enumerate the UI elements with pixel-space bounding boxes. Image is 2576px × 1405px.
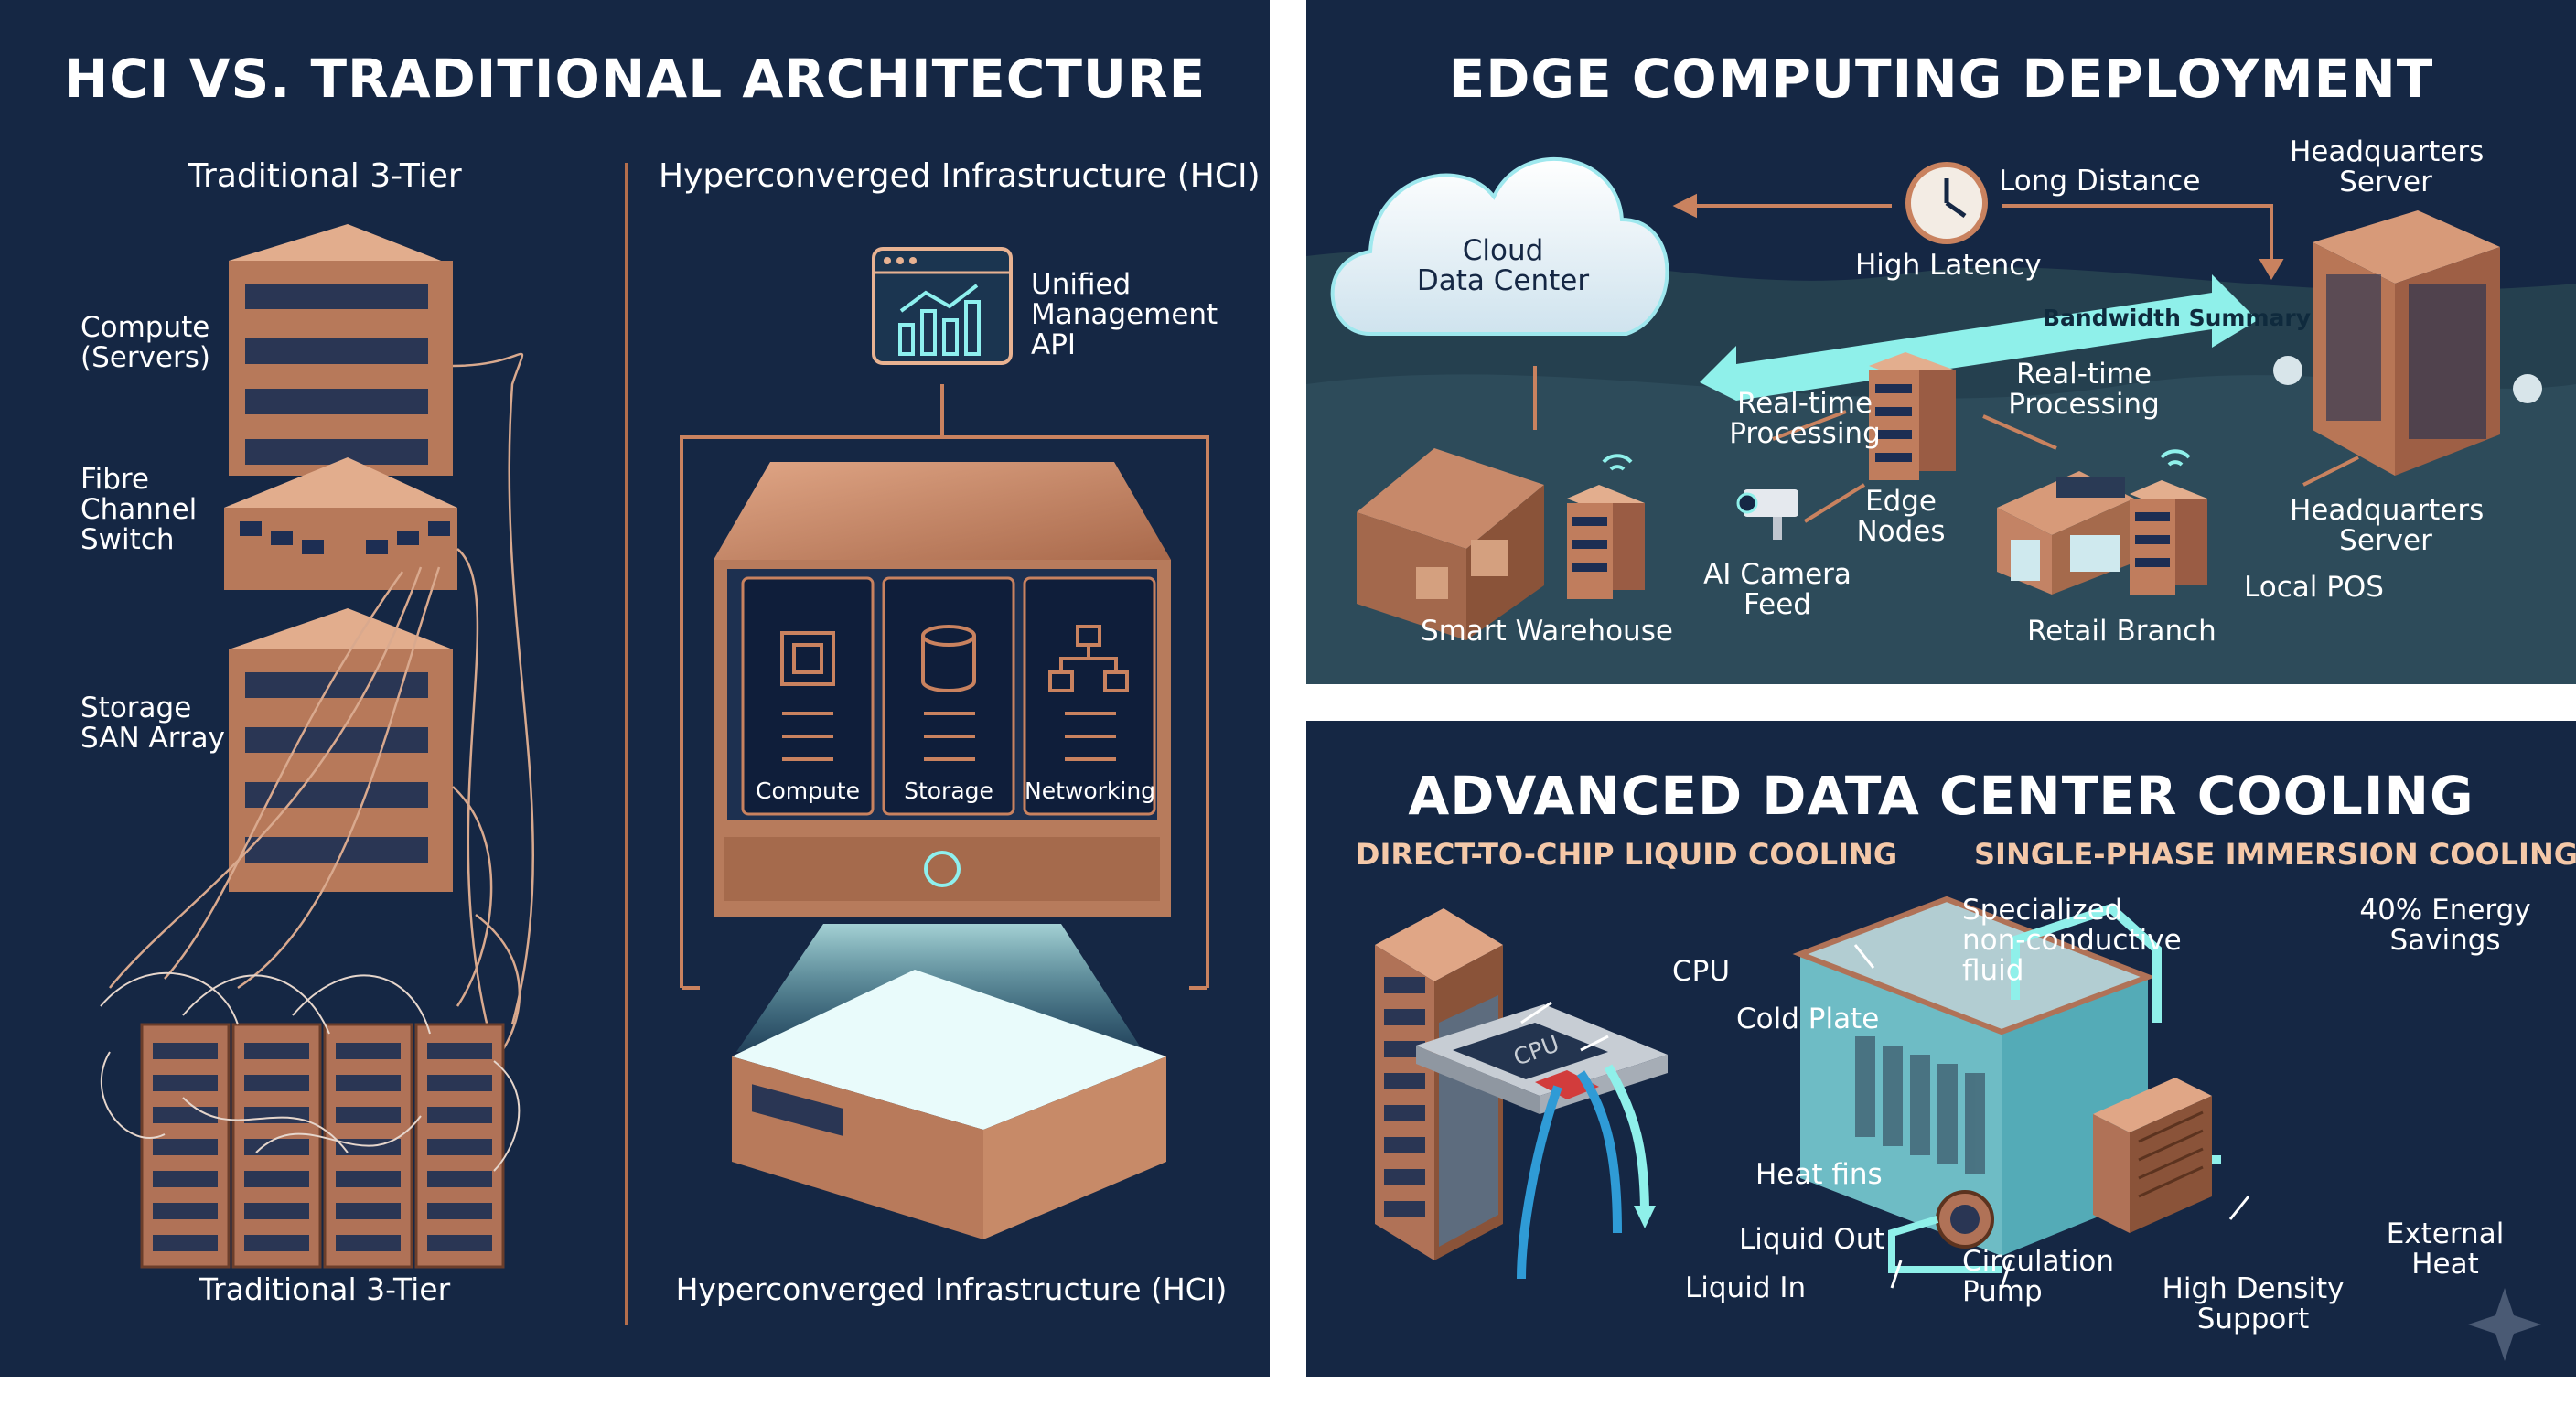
traditional-heading: Traditional 3-Tier (188, 157, 462, 195)
fluid-label: Specialized non-conductive fluid (1962, 894, 2182, 987)
fibre-channel-switch (224, 457, 457, 590)
hq-building (2273, 210, 2542, 476)
hci-caption: Hyperconverged Infrastructure (HCI) (675, 1271, 1228, 1307)
compute-server-stack (229, 224, 453, 476)
circulation-pump-label: Circulation Pump (1962, 1245, 2115, 1308)
hci-heading: Hyperconverged Infrastructure (HCI) (659, 157, 1261, 195)
switch-label: Fibre Channel Switch (80, 463, 198, 556)
storage-label: Storage SAN Array (80, 692, 225, 755)
cpu-cold-plate (1416, 1004, 1668, 1114)
circulation-pump (1888, 1190, 2002, 1273)
cloud-label: Cloud Data Center (1416, 234, 1590, 297)
cpu-label: CPU (1672, 955, 1731, 988)
cooling-title: ADVANCED DATA CENTER COOLING (1408, 765, 2474, 827)
module-compute-label: Compute (755, 778, 860, 804)
management-api-icon (872, 247, 1013, 365)
realtime-label-right: Real-time Processing (2008, 358, 2160, 421)
warehouse-icon (1357, 448, 1544, 640)
immersion-tank (1792, 896, 2156, 1256)
local-pos-label: Local POS (2244, 571, 2384, 604)
cabling (109, 352, 534, 1062)
bandwidth-summary-label: Bandwidth Summary (2043, 305, 2312, 331)
heat-exchanger (2093, 1078, 2212, 1233)
retail-server (2130, 449, 2207, 595)
clock-icon (1905, 162, 1988, 244)
rack-cluster (100, 971, 521, 1269)
high-latency-label: High Latency (1855, 249, 2042, 282)
realtime-label-left: Real-time Processing (1729, 387, 1881, 450)
external-heat-label: External Heat (2386, 1217, 2505, 1281)
high-density-label: High Density Support (2162, 1272, 2345, 1335)
edge-panel: EDGE COMPUTING DEPLOYMENT Cloud Data Cen… (1306, 0, 2576, 684)
hci-bracket (680, 435, 1209, 988)
retail-shop-icon (1997, 471, 2134, 595)
long-distance-label: Long Distance (1999, 165, 2201, 198)
edge-illustration (1306, 156, 2576, 684)
hci-panel: HCI VS. TRADITIONAL ARCHITECTURE Traditi… (0, 0, 1270, 1377)
edge-title: EDGE COMPUTING DEPLOYMENT (1448, 48, 2434, 110)
sparkle-icon (2468, 1288, 2541, 1361)
module-networking-label: Networking (1025, 778, 1156, 804)
hci-illustration (100, 163, 1209, 1325)
cooling-panel: ADVANCED DATA CENTER COOLING DIRECT-TO-C… (1306, 721, 2576, 1377)
energy-savings-label: 40% Energy Savings (2359, 894, 2531, 957)
immersion-heading: SINGLE-PHASE IMMERSION COOLING (1974, 837, 2576, 872)
hci-title: HCI VS. TRADITIONAL ARCHITECTURE (63, 48, 1207, 110)
liquid-in-label: Liquid In (1685, 1271, 1807, 1304)
liquid-out-label: Liquid Out (1739, 1223, 1885, 1256)
cold-plate-label: Cold Plate (1736, 1003, 1880, 1035)
warehouse-server (1567, 454, 1645, 599)
management-api-label: Unified Management API (1031, 268, 1218, 361)
direct-to-chip-heading: DIRECT-TO-CHIP LIQUID COOLING (1355, 837, 1898, 872)
hq-server-label-top: Headquarters Server (2290, 135, 2485, 198)
hq-server-label-bottom: Headquarters Server (2290, 494, 2485, 557)
edge-node-server (1869, 352, 1956, 480)
storage-san-array (229, 608, 453, 892)
cloud-icon (1330, 156, 1669, 336)
module-storage-label: Storage (904, 778, 993, 804)
ai-camera-label: AI Camera Feed (1703, 558, 1852, 621)
smart-warehouse-label: Smart Warehouse (1421, 615, 1673, 648)
edge-nodes-label: Edge Nodes (1856, 485, 1946, 548)
compute-label: Compute (Servers) (80, 311, 210, 374)
bandwidth-arrow (1700, 274, 2258, 401)
cooling-illustration (1375, 896, 2541, 1361)
hci-compact-node (732, 970, 1166, 1239)
traditional-caption: Traditional 3-Tier (199, 1271, 451, 1307)
heat-fins-label: Heat fins (1755, 1158, 1883, 1191)
retail-branch-label: Retail Branch (2027, 615, 2216, 648)
hci-appliance (714, 462, 1171, 917)
ai-camera-icon (1736, 489, 1798, 540)
